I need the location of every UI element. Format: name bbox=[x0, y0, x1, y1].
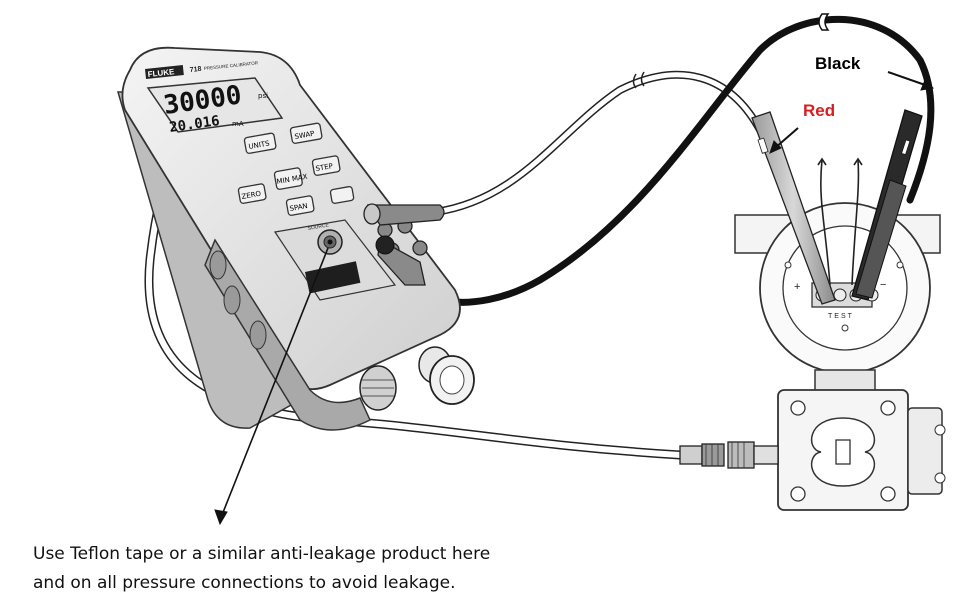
sensor-flange bbox=[777, 389, 946, 511]
red-test-lead-cable bbox=[431, 70, 764, 216]
red-lead-break-mark bbox=[632, 71, 645, 89]
callout-arrows bbox=[214, 71, 935, 526]
span-key[interactable]: SPAN bbox=[285, 195, 315, 216]
sub-unit: mA bbox=[232, 120, 244, 128]
red-lead-label: Red bbox=[803, 101, 836, 120]
terminal-minus: − bbox=[880, 279, 886, 291]
source-label: SOURCE bbox=[307, 222, 330, 232]
fluke-logo bbox=[145, 65, 184, 79]
model-subtitle: PRESSURE CALIBRATOR bbox=[204, 60, 259, 71]
swap-key[interactable]: SWAP bbox=[289, 122, 323, 144]
teflon-note-line-2: and on all pressure connections to avoid… bbox=[33, 573, 456, 593]
red-callout-arrow bbox=[774, 127, 799, 149]
main-unit: psi bbox=[258, 92, 268, 100]
arrow-key[interactable] bbox=[329, 186, 355, 204]
svg-text:UNITS: UNITS bbox=[248, 139, 271, 151]
black-lead-plug bbox=[375, 235, 426, 286]
svg-text:SPAN: SPAN bbox=[289, 202, 308, 213]
lcd-display: 30000 psi 20.016 mA bbox=[146, 77, 284, 136]
loop-wires bbox=[817, 157, 863, 286]
terminal-plus: + bbox=[794, 281, 800, 293]
black-lead-break-mark bbox=[818, 13, 830, 31]
keypad: UNITS SWAP ZERO MIN MAX STEP SPAN bbox=[237, 122, 355, 216]
svg-text:SWAP: SWAP bbox=[294, 130, 315, 141]
svg-text:ZERO: ZERO bbox=[241, 190, 262, 201]
teflon-note-line-1: Use Teflon tape or a similar anti-leakag… bbox=[33, 544, 491, 564]
pressure-transmitter: TEST + − bbox=[679, 157, 946, 511]
vernier-knob bbox=[359, 365, 397, 411]
step-key[interactable]: STEP bbox=[311, 155, 341, 176]
red-test-probe bbox=[751, 111, 836, 305]
terminal-test-label: TEST bbox=[828, 313, 854, 320]
model-number: 718 bbox=[189, 66, 201, 74]
fluke-calibrator: 30000 psi 20.016 mA FLUKE 718 PRESSURE C… bbox=[116, 46, 475, 431]
red-lead-plug bbox=[363, 203, 445, 226]
vent-valve-knob bbox=[418, 346, 475, 405]
zero-key[interactable]: ZERO bbox=[237, 183, 267, 204]
black-callout-arrow bbox=[887, 71, 929, 87]
min-max-key[interactable]: MIN MAX bbox=[273, 167, 308, 190]
black-test-probe bbox=[851, 109, 923, 301]
units-key[interactable]: UNITS bbox=[243, 132, 277, 154]
sub-reading: 20.016 bbox=[168, 113, 220, 136]
fluke-brand: FLUKE bbox=[147, 67, 175, 79]
svg-text:STEP: STEP bbox=[315, 162, 334, 173]
black-lead-label: Black bbox=[815, 54, 861, 73]
teflon-callout-arrow bbox=[221, 247, 329, 516]
teflon-note: Use Teflon tape or a similar anti-leakag… bbox=[33, 540, 490, 598]
side-grips bbox=[209, 250, 267, 350]
transmitter-hose-fitting bbox=[679, 441, 779, 469]
